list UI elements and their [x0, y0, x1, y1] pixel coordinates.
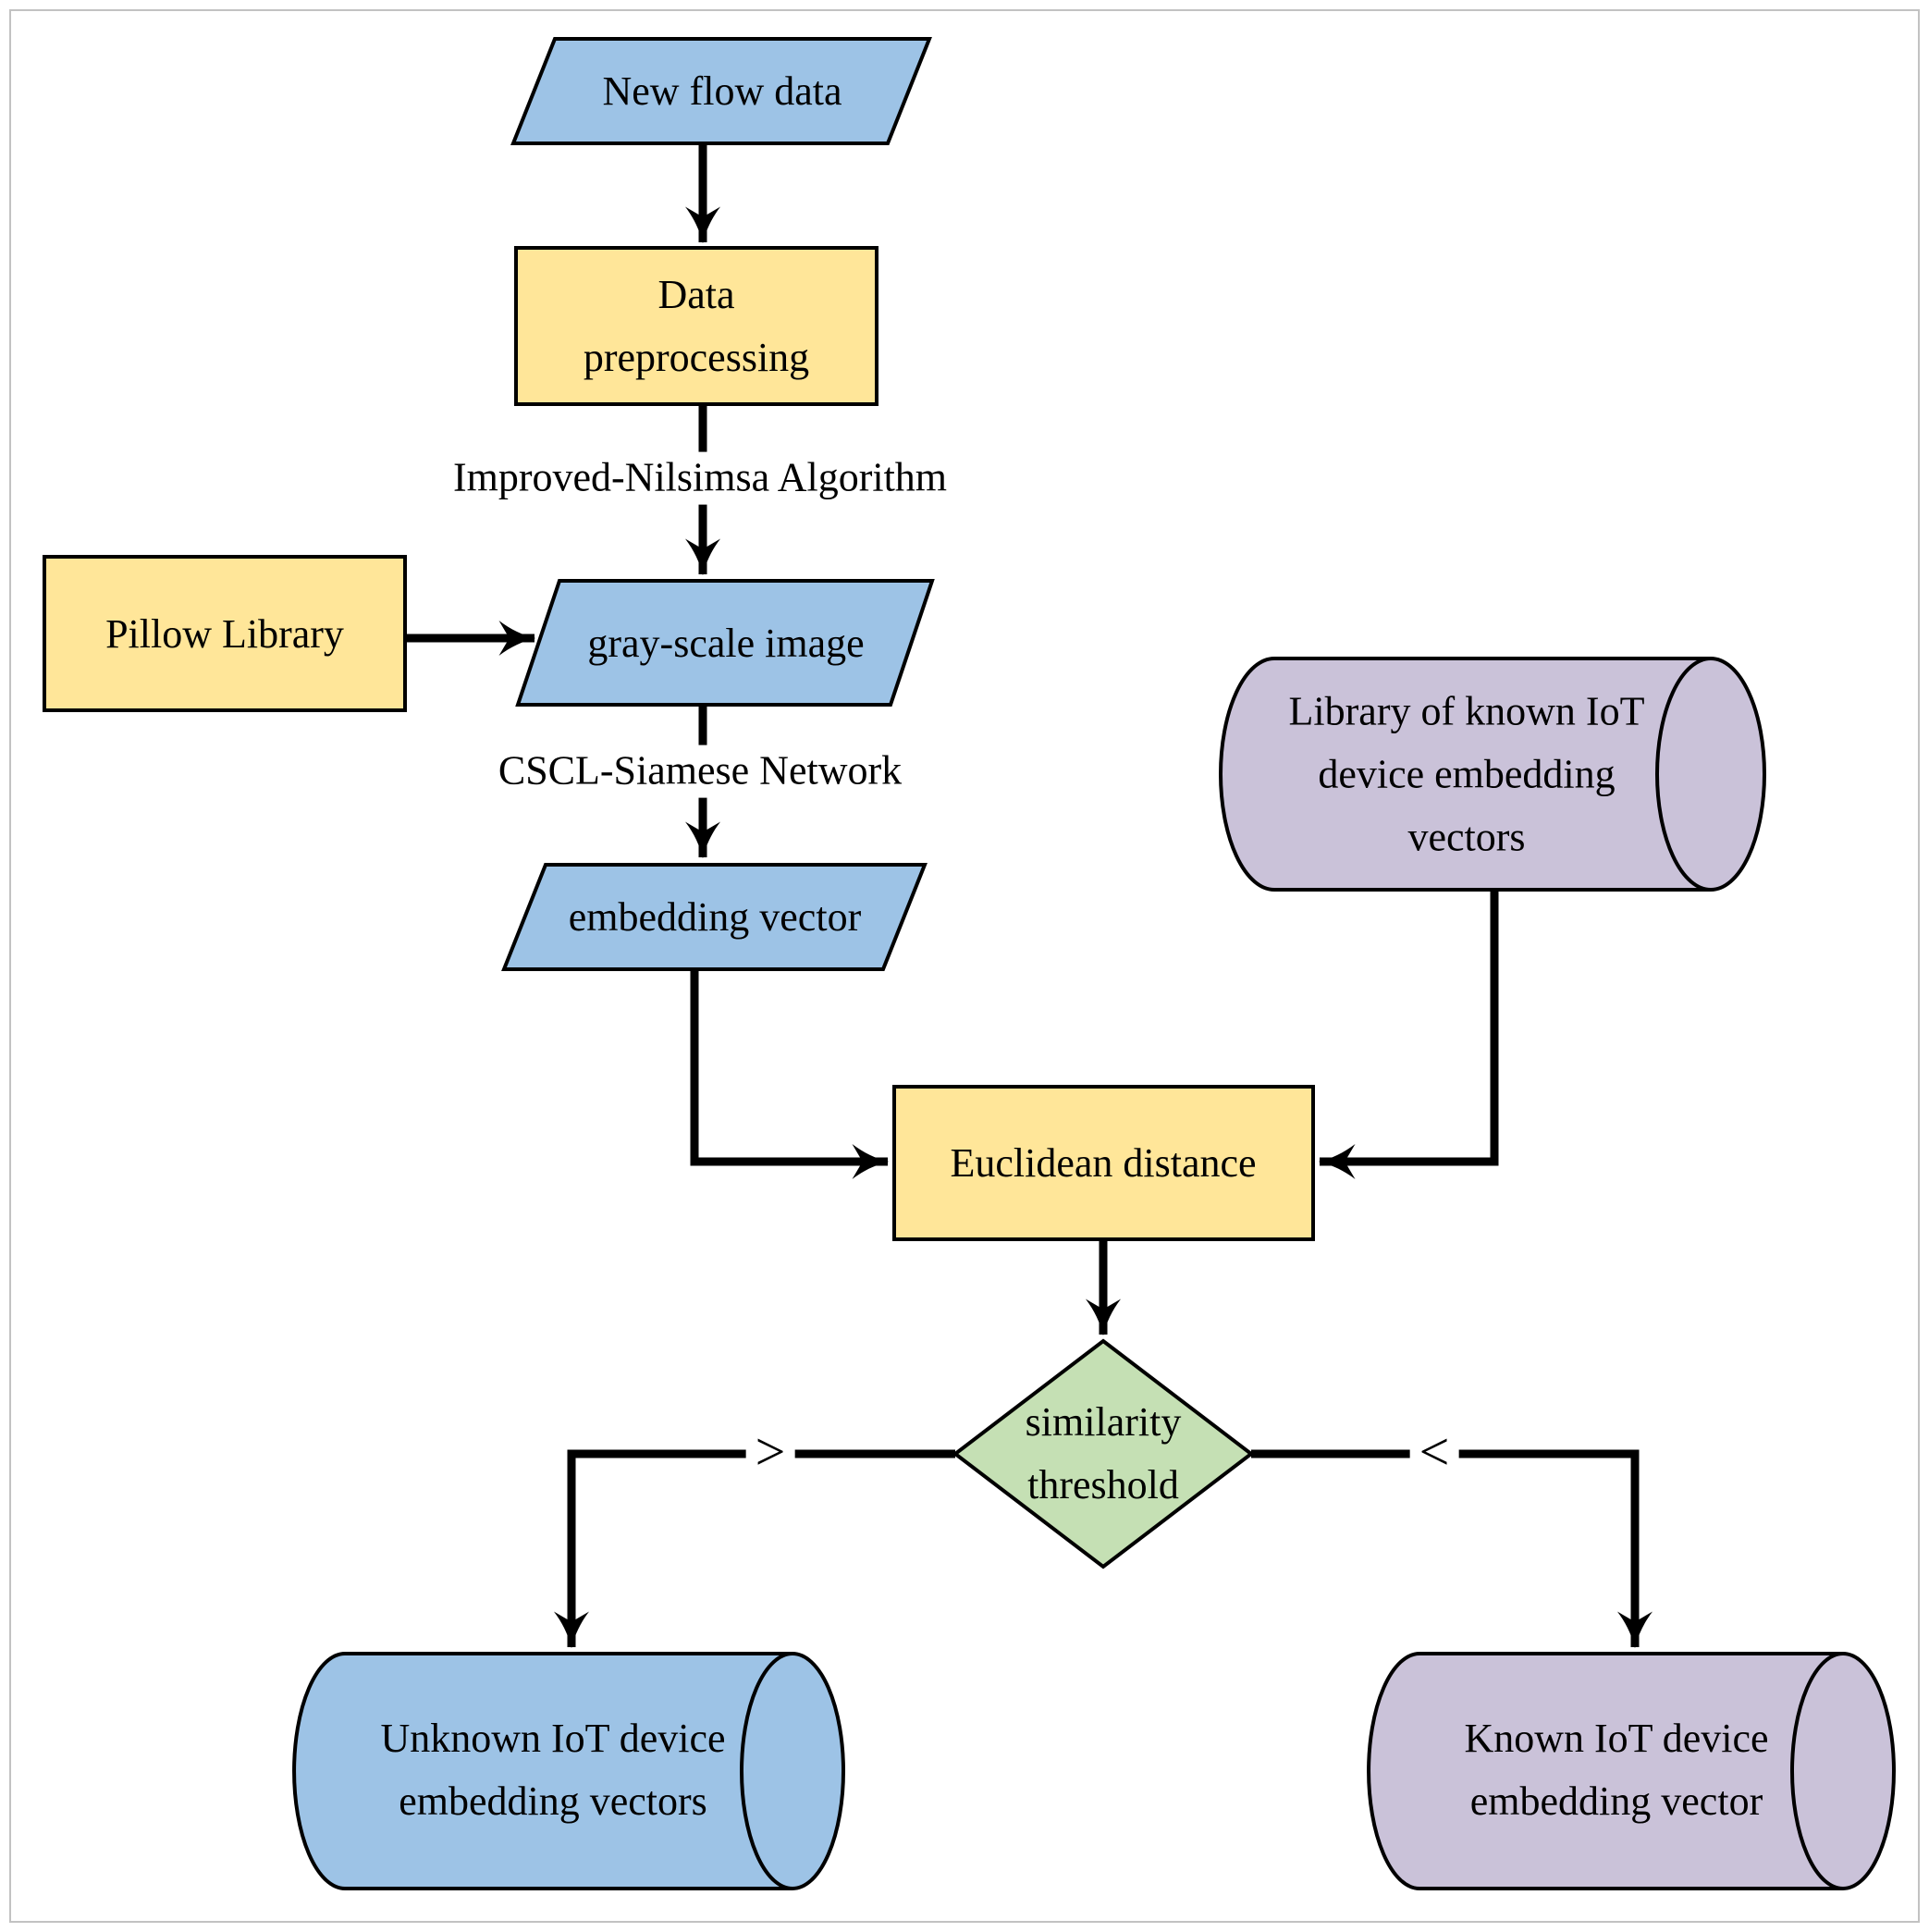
unknown-iot-device-shape-outline	[292, 1652, 792, 1890]
edge-library-to-euclidean	[1318, 890, 1499, 1180]
embedding-vector-label: embedding vector	[568, 893, 862, 940]
known-iot-device-shape-cap	[1790, 1652, 1896, 1890]
euclidean-distance-label: Euclidean distance	[950, 1139, 1257, 1186]
unknown-iot-device-shape-cap	[740, 1652, 845, 1890]
cscl-siamese-edge-label: CSCL-Siamese Network	[479, 744, 921, 798]
improved-nilsimsa-edge-label: Improved-Nilsimsa Algorithm	[434, 451, 966, 505]
gray-scale-image-label: gray-scale image	[587, 620, 865, 666]
edge-embedding-to-euclidean	[690, 969, 890, 1180]
known-iot-device-shape-body	[1369, 1654, 1843, 1889]
known-iot-device-shape	[1367, 1652, 1896, 1890]
unknown-iot-device-label: Unknown IoT device embedding vectors	[380, 1715, 726, 1824]
library-of-known-shape-body	[1221, 658, 1711, 890]
unknown-iot-device-shape	[292, 1652, 845, 1890]
pillow-library-shape	[43, 555, 407, 712]
unknown-iot-device-shape-body	[294, 1654, 792, 1889]
known-iot-device-label: Known IoT device embedding vector	[1464, 1715, 1769, 1824]
known-iot-device-shape-outline	[1367, 1652, 1843, 1890]
edges	[405, 143, 1653, 1649]
greater-than-edge-label: >	[745, 1425, 795, 1479]
new-flow-data-shape	[510, 37, 932, 145]
library-of-known-label: Library of known IoT device embedding ve…	[1288, 688, 1645, 861]
less-than-edge-label: <	[1409, 1425, 1459, 1479]
euclidean-distance-shape	[892, 1085, 1315, 1241]
edge-threshold-to-unknown	[553, 1449, 955, 1649]
similarity-threshold-label: similarity threshold	[1025, 1398, 1182, 1507]
library-of-known-shape-outline	[1219, 657, 1711, 892]
data-preprocessing-label: Data preprocessing	[583, 271, 810, 380]
new-flow-data-label: New flow data	[602, 68, 842, 114]
embedding-vector-shape	[501, 863, 928, 971]
node-shapes	[43, 37, 1896, 1890]
pillow-library-label: Pillow Library	[105, 610, 344, 657]
similarity-threshold-shape	[952, 1338, 1255, 1569]
library-of-known-shape	[1219, 657, 1766, 892]
edge-threshold-to-known	[1251, 1449, 1653, 1649]
gray-scale-image-shape	[515, 579, 935, 707]
library-of-known-shape-cap	[1655, 657, 1766, 892]
data-preprocessing-shape	[514, 246, 878, 406]
